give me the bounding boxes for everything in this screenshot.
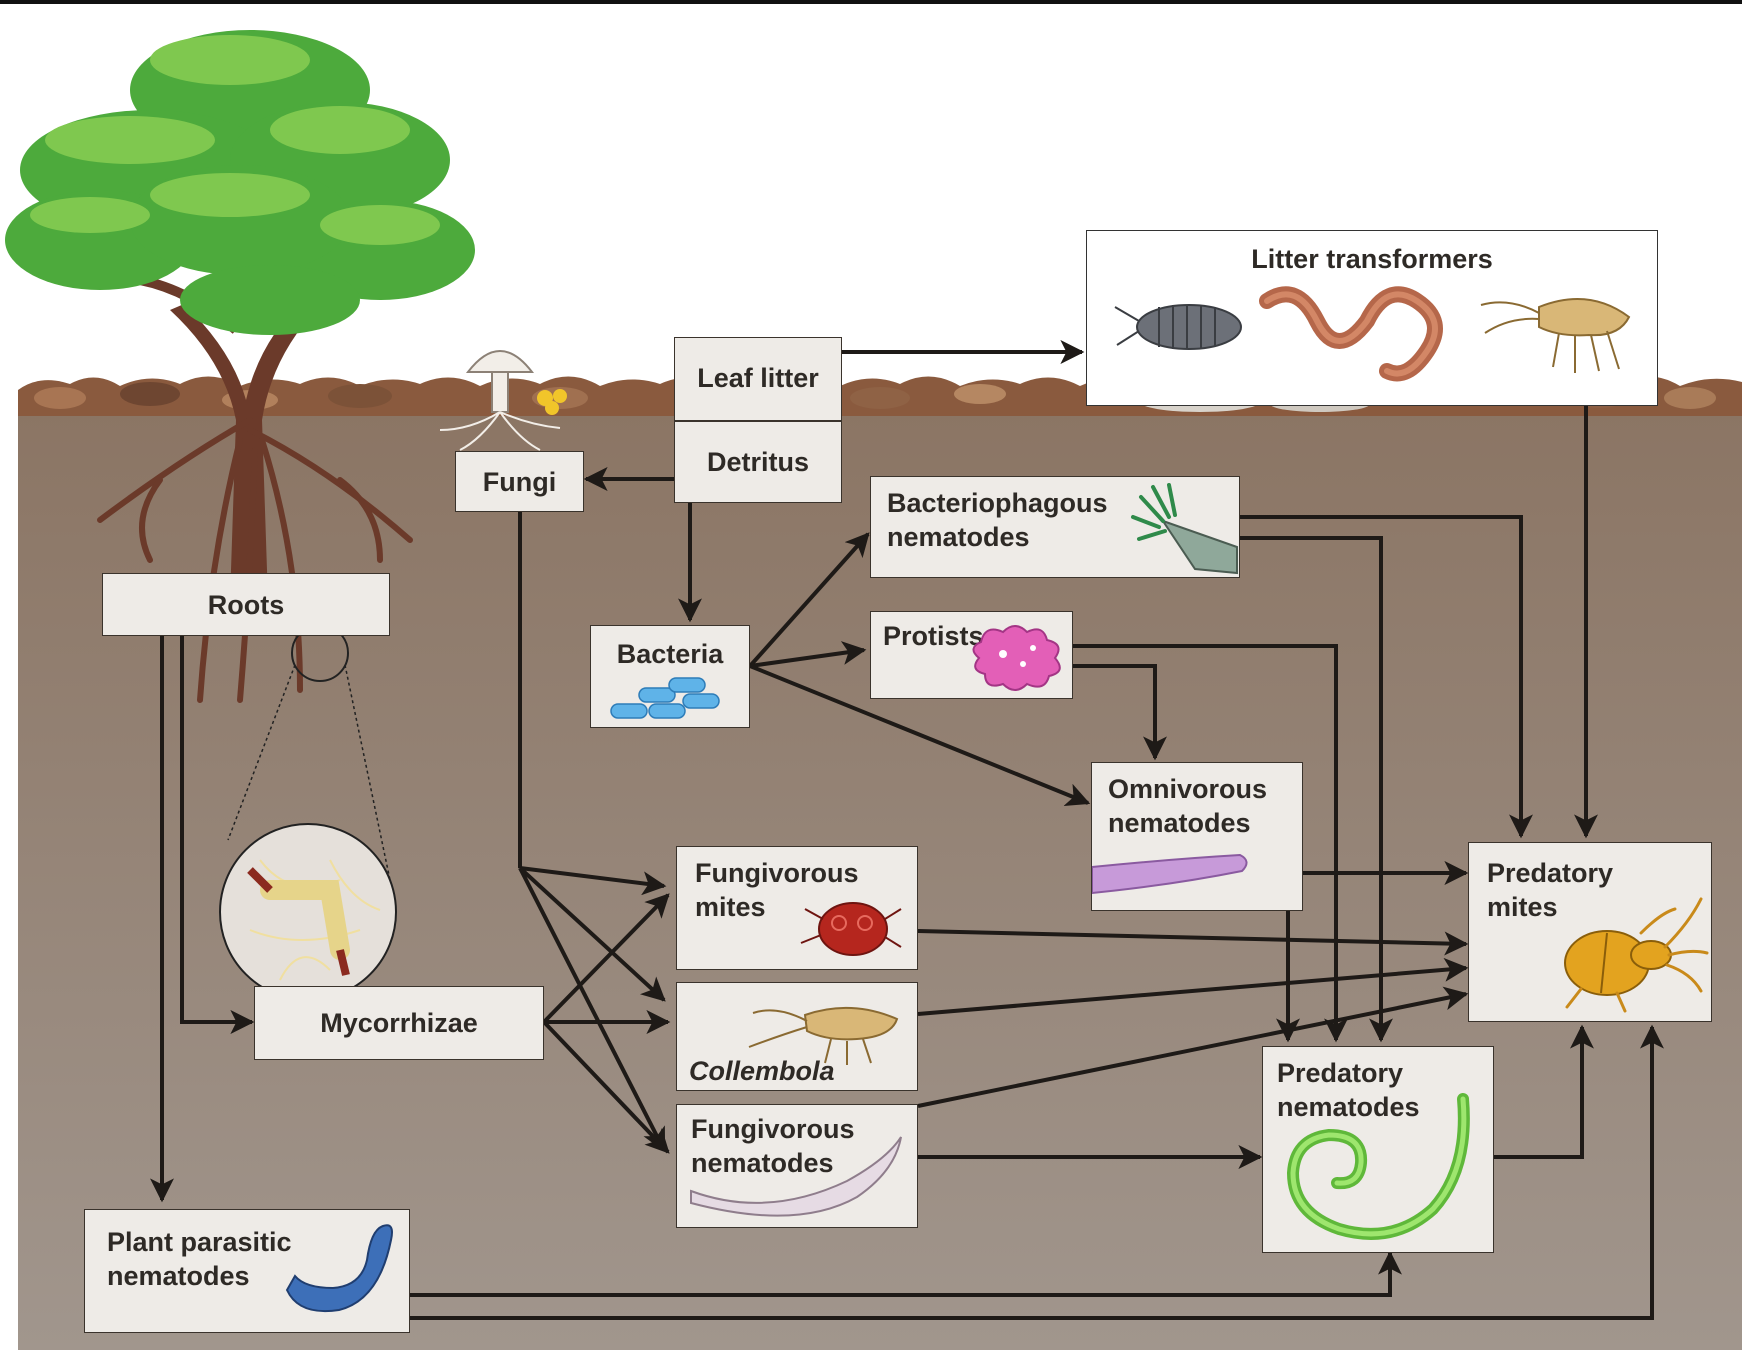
node-leaf-litter: Leaf litter: [674, 337, 842, 421]
coiled-worm-icon: [1273, 1089, 1485, 1249]
plant-parasitic-label-line1: Plant parasitic: [107, 1226, 292, 1259]
mite-icon: [1541, 893, 1709, 1015]
node-plant-parasitic-nematodes: Plant parasitic nematodes: [84, 1209, 410, 1333]
node-litter-transformers: Litter transformers: [1086, 230, 1658, 406]
bacteria-label: Bacteria: [591, 638, 749, 671]
collembola-label: Collembola: [689, 1055, 835, 1088]
springtail-icon: [741, 991, 911, 1065]
node-protists: Protists: [870, 611, 1073, 699]
worm-icon: [1092, 851, 1252, 901]
node-collembola: Collembola: [676, 982, 918, 1091]
node-mycorrhizae: Mycorrhizae: [254, 986, 544, 1060]
omnivorous-label-line1: Omnivorous: [1108, 773, 1267, 806]
predatory-mites-label-line1: Predatory: [1487, 857, 1613, 890]
amphipod-icon: [1479, 277, 1649, 387]
worm-icon: [279, 1220, 403, 1324]
amoeba-icon: [963, 618, 1069, 694]
bacteria-icon: [609, 674, 733, 724]
bacteriophagous-label-line1: Bacteriophagous: [887, 487, 1108, 520]
fungivorous-mites-label-line2: mites: [695, 891, 766, 924]
node-predatory-mites: Predatory mites: [1468, 842, 1712, 1022]
mite-icon: [795, 891, 905, 965]
nematode-head-icon: [1129, 481, 1239, 575]
bacteriophagous-label-line2: nematodes: [887, 521, 1030, 554]
node-omnivorous-nematodes: Omnivorous nematodes: [1091, 762, 1303, 911]
predatory-nematodes-label-line1: Predatory: [1277, 1057, 1403, 1090]
node-roots: Roots: [102, 573, 390, 636]
omnivorous-label-line2: nematodes: [1108, 807, 1251, 840]
node-detritus: Detritus: [674, 421, 842, 503]
mycorrhizae-label: Mycorrhizae: [255, 1007, 543, 1040]
fungivorous-mites-label-line1: Fungivorous: [695, 857, 859, 890]
earthworm-icon: [1257, 271, 1457, 391]
node-bacteriophagous-nematodes: Bacteriophagous nematodes: [870, 476, 1240, 578]
plant-parasitic-label-line2: nematodes: [107, 1260, 250, 1293]
node-fungivorous-mites: Fungivorous mites: [676, 846, 918, 970]
woodlouse-icon: [1109, 285, 1259, 365]
node-fungivorous-nematodes: Fungivorous nematodes: [676, 1104, 918, 1228]
fungi-label: Fungi: [456, 466, 583, 499]
worm-icon: [687, 1131, 907, 1227]
detritus-label: Detritus: [675, 446, 841, 479]
roots-label: Roots: [103, 589, 389, 622]
node-predatory-nematodes: Predatory nematodes: [1262, 1046, 1494, 1253]
node-fungi: Fungi: [455, 451, 584, 512]
node-bacteria: Bacteria: [590, 625, 750, 728]
leaf-litter-label: Leaf litter: [675, 362, 841, 395]
